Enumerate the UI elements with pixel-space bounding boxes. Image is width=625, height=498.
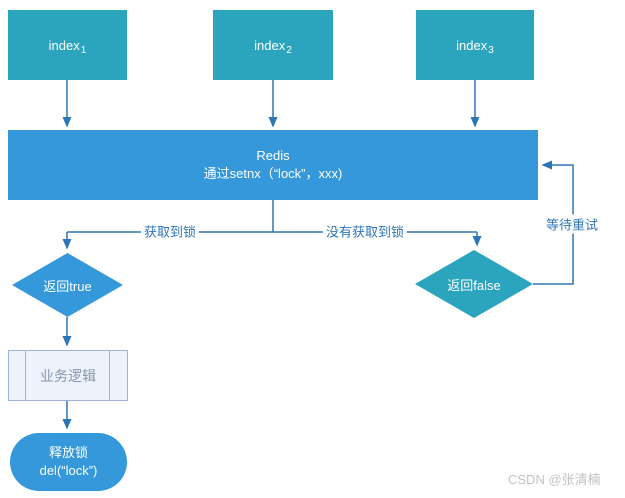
node-index2-label: index2 [254,37,292,56]
release-lock-del-text: del(“lock”) [39,463,98,478]
node-index1: index1 [8,10,127,80]
edge-label-got-lock: 获取到锁 [140,221,200,241]
business-left-bar [25,351,26,400]
redis-title: Redis [256,148,290,163]
node-release-lock: 释放锁 del(“lock”) [10,433,127,491]
csdn-watermark: CSDN @张清楠 [508,472,601,487]
business-right-bar [109,351,110,400]
node-index3-label: index3 [456,37,494,56]
node-redis: Redis 通过setnx（“lock”，xxx) [8,130,538,200]
node-index3: index3 [416,10,534,80]
edge-label-retry: 等待重试 [542,214,602,234]
node-business-logic: 业务逻辑 [8,350,128,401]
release-lock-label: 释放锁 [48,445,88,460]
return-false-label: 返回false [447,277,501,293]
node-index2: index2 [213,10,333,80]
return-true-label: 返回true [43,278,92,294]
business-logic-label: 业务逻辑 [40,367,96,384]
node-return-true: 返回true [12,253,123,317]
redis-setnx-text: 通过setnx（“lock”，xxx) [203,166,343,181]
node-index1-label: index1 [48,37,87,56]
edge-label-no-lock: 没有获取到锁 [322,221,408,241]
node-return-false: 返回false [415,250,533,318]
